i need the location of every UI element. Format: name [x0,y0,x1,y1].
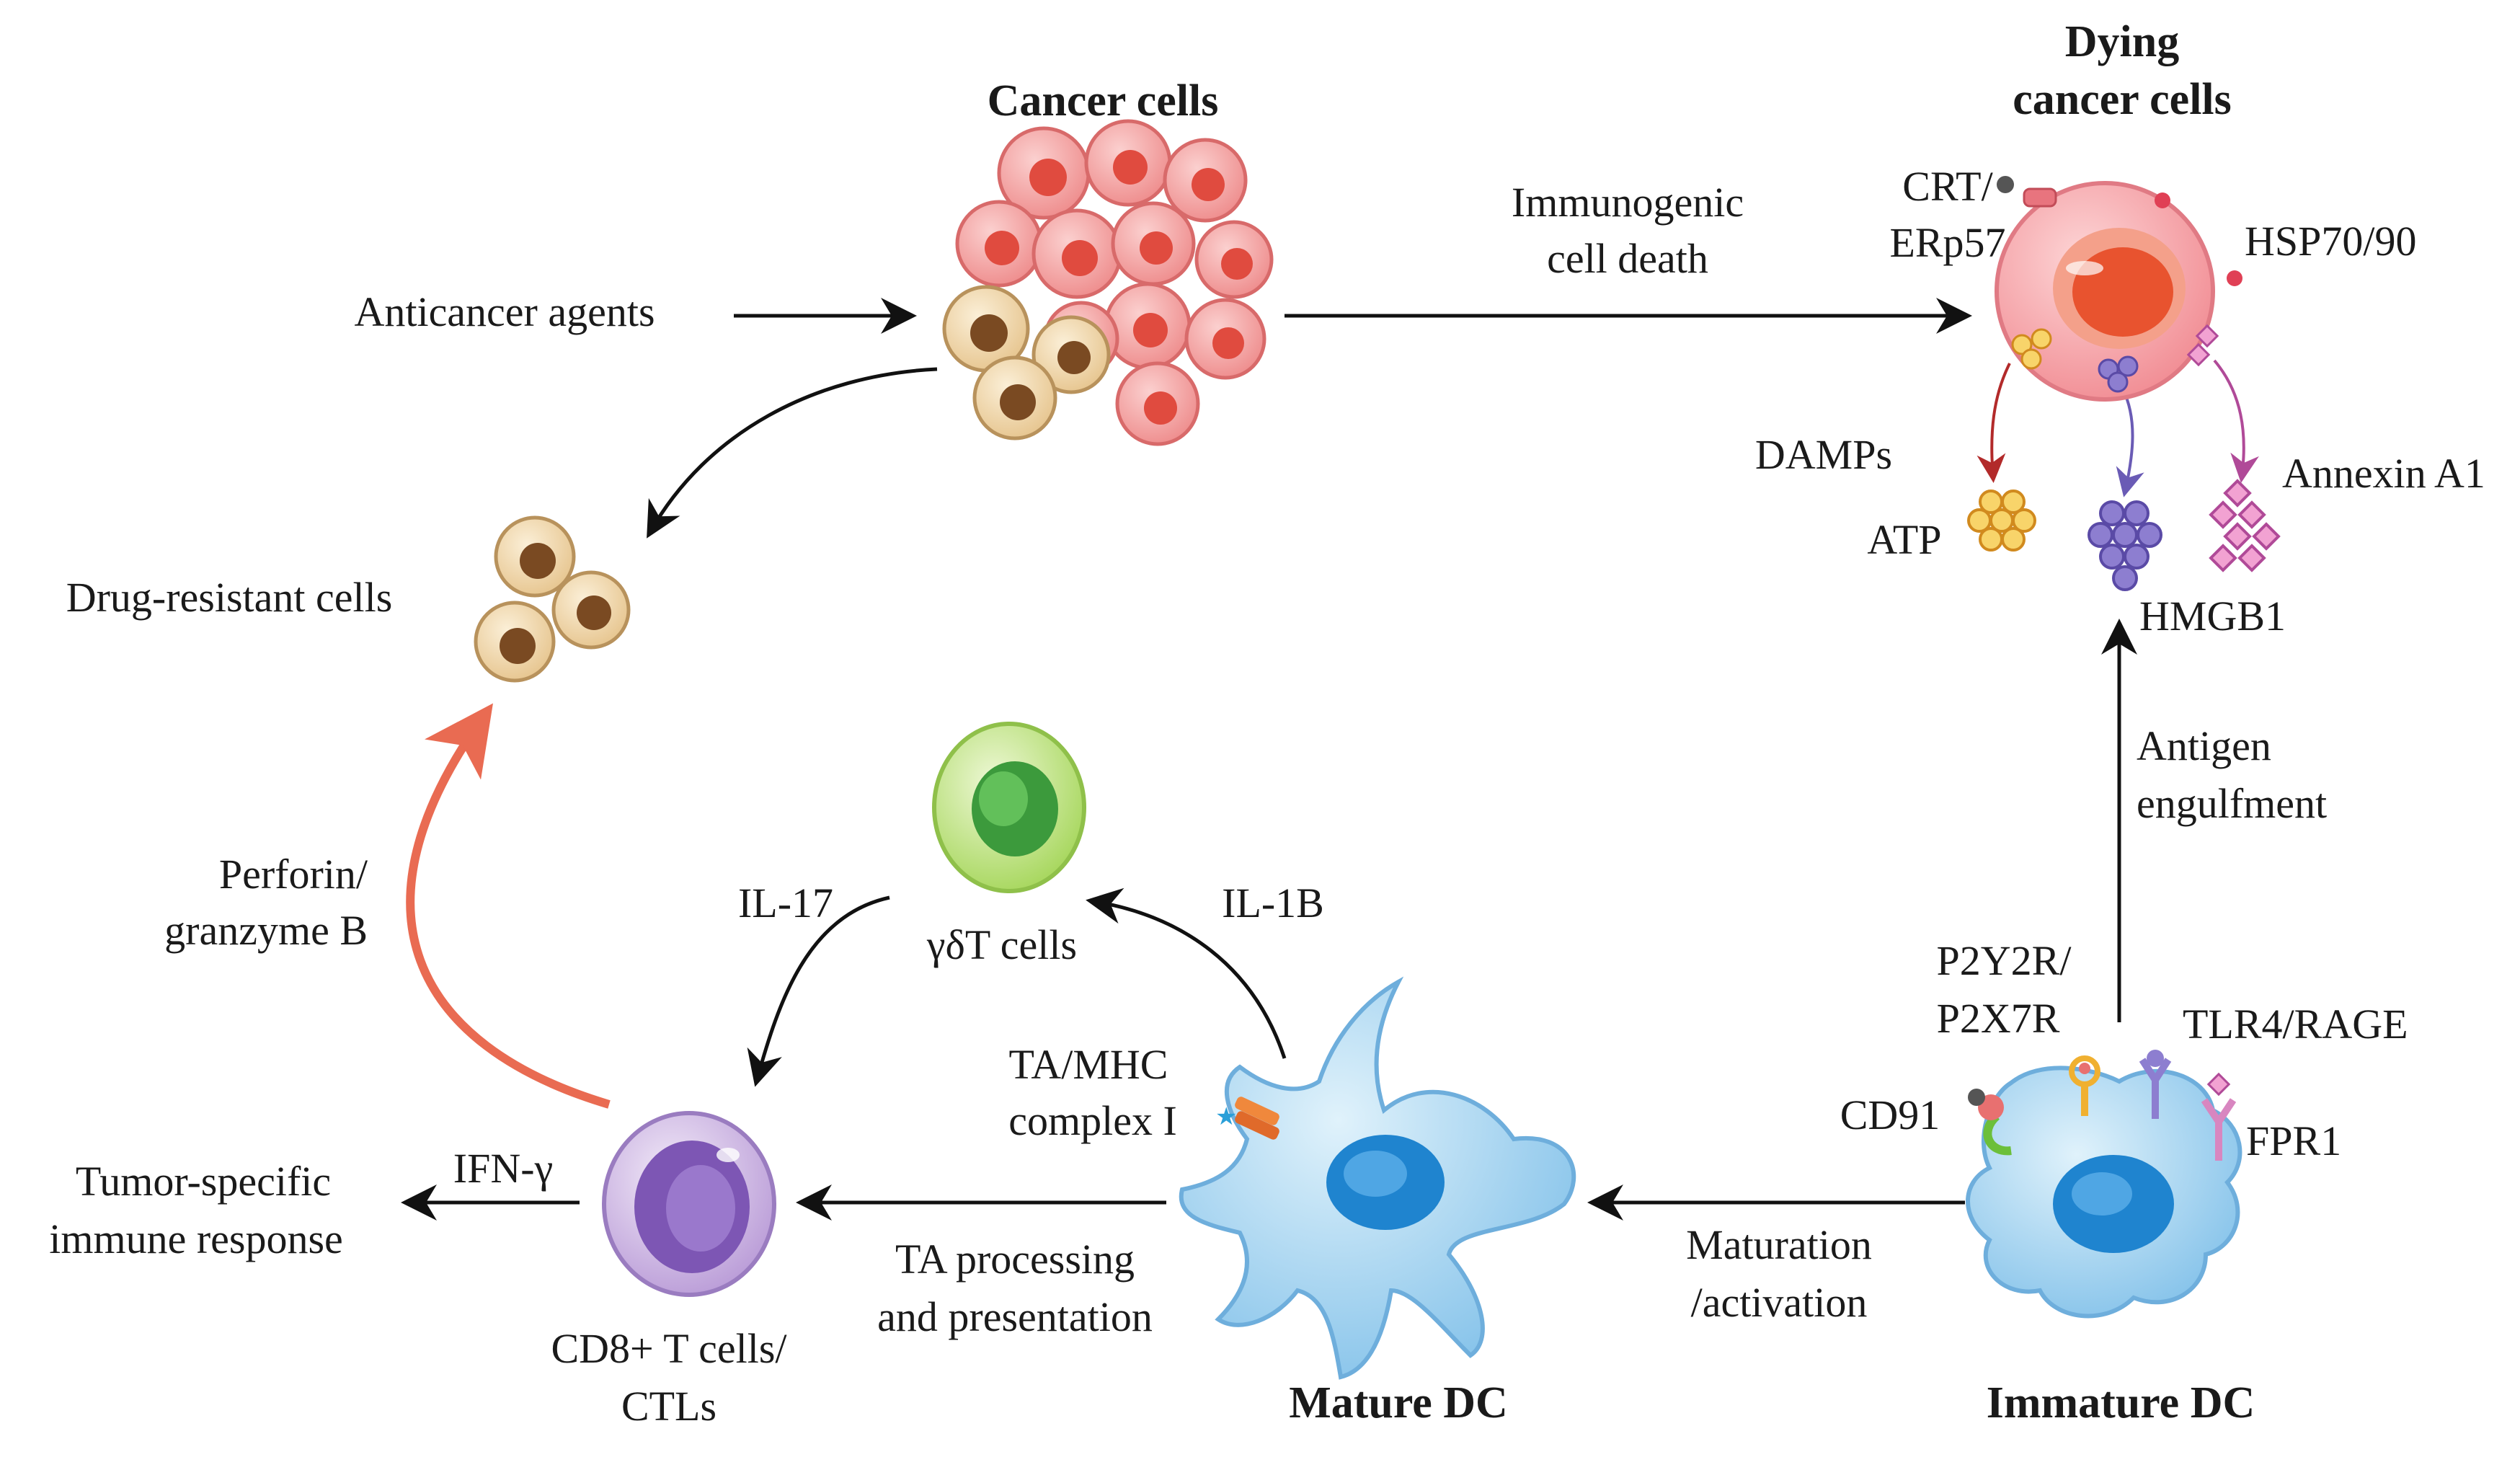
cancer-cell [1104,282,1192,370]
cd91-receptor-icon [1968,1089,2012,1156]
tumor-response-line1: Tumor-specific [76,1158,331,1205]
drug-resistant-label: Drug-resistant cells [66,574,393,621]
cancer-cell [1111,201,1196,286]
p2y-label-line1: P2Y2R/ [1937,937,2072,984]
maturation-line2: /activation [1691,1279,1868,1326]
fpr1-receptor-icon [2201,1072,2237,1161]
fpr1-label: FPR1 [2246,1117,2341,1164]
ta-mhc-label-line2: complex I [1008,1097,1177,1144]
mature-dc-cell: ★ [1179,976,1576,1380]
antigen-label-line2: engulfment [2137,780,2327,827]
dying-cells-title-line1: Dying [2065,17,2179,66]
cancer-cell [997,126,1091,220]
cd8-t-cell [602,1111,776,1297]
cancer-cell [1084,119,1172,207]
arrow-hmgb1 [2116,389,2144,497]
cancer-cells-cluster [942,119,1274,446]
cancer-cell [1031,208,1122,299]
resistant-cell [551,570,631,650]
hmgb1-granule-icon [2098,355,2139,393]
crt-label-line2: ERp57 [1889,219,2005,266]
tlr4-receptor-icon [2139,1050,2172,1119]
labels: Cancer cells Dying cancer cells Anticanc… [49,17,2485,1430]
icd-label-line2: cell death [1547,235,1708,282]
il17-label: IL-17 [738,880,833,926]
cancer-cell [1194,220,1274,299]
atp-label: ATP [1867,516,1941,563]
tumor-response-line2: immune response [49,1215,343,1262]
anticancer-agents-label: Anticancer agents [354,288,655,335]
p2y2r-receptor-icon [2069,1055,2100,1116]
drug-resistant-cells [474,515,631,683]
immature-dc-cell [1966,1050,2242,1319]
perforin-label-line2: granzyme B [164,907,368,954]
p2y-label-line2: P2X7R [1937,995,2060,1042]
annexin-label: Annexin A1 [2282,450,2485,497]
hmgb1-label: HMGB1 [2139,593,2286,639]
crt-label-line1: CRT/ [1902,163,1993,210]
hsp-dot-icon [2227,270,2242,286]
resistant-cell [474,601,556,683]
cancer-cell [1115,361,1200,446]
cancer-cell [1163,138,1248,223]
ta-mhc-label-line1: TA/MHC [1009,1041,1168,1088]
atp-icon [1967,490,2036,552]
atp-granule-icon [2011,328,2052,370]
resistant-cell [494,515,576,598]
arrows [401,298,2259,1221]
resistant-cell-in-cluster [1031,315,1111,394]
arrow-il17 [747,895,890,1087]
immature-dc-title: Immature DC [1987,1378,2255,1427]
arrow-cancer-to-resistant [647,367,938,539]
cancer-cell [955,200,1043,288]
hsp-dot-icon [2155,192,2170,208]
ta-mhc-complex-icon: ★ [1215,1097,1279,1140]
svg-text:★: ★ [1215,1104,1237,1130]
arrow-annexin [2213,359,2259,483]
cd91-label: CD91 [1840,1091,1940,1138]
annexin-granule-icon [2186,324,2219,367]
cancer-cells-title: Cancer cells [988,76,1219,125]
crt-receptor-icon [1997,176,2057,208]
annexin-a1-icon [2209,479,2281,572]
ta-processing-line1: TA processing [895,1236,1135,1283]
cancer-cell [1184,298,1266,380]
arrow-atp [1976,363,2011,483]
cd8-label-line1: CD8+ T cells/ [551,1325,787,1372]
il1b-label: IL-1B [1222,880,1324,926]
hsp-label: HSP70/90 [2245,218,2417,265]
dying-cancer-cell [1995,176,2242,402]
ta-processing-line2: and presentation [877,1293,1153,1340]
tlr4-label: TLR4/RAGE [2183,1001,2408,1048]
icd-label-line1: Immunogenic [1512,179,1744,226]
ifn-label: IFN-γ [453,1145,553,1192]
damps-label: DAMPs [1755,431,1892,478]
gdt-label: γδT cells [926,921,1077,968]
maturation-line1: Maturation [1686,1221,1872,1268]
gdt-cell [932,722,1086,893]
dying-cells-title-line2: cancer cells [2013,75,2232,124]
cd8-label-line2: CTLs [621,1383,716,1430]
resistant-cell-in-cluster [972,355,1057,440]
arrow-perforin [406,703,611,1109]
arrow-il1b [1086,887,1287,1059]
perforin-label-line1: Perforin/ [219,851,368,898]
hmgb1-icon [2088,500,2162,591]
mature-dc-title: Mature DC [1289,1378,1508,1427]
antigen-label-line1: Antigen [2137,722,2271,769]
